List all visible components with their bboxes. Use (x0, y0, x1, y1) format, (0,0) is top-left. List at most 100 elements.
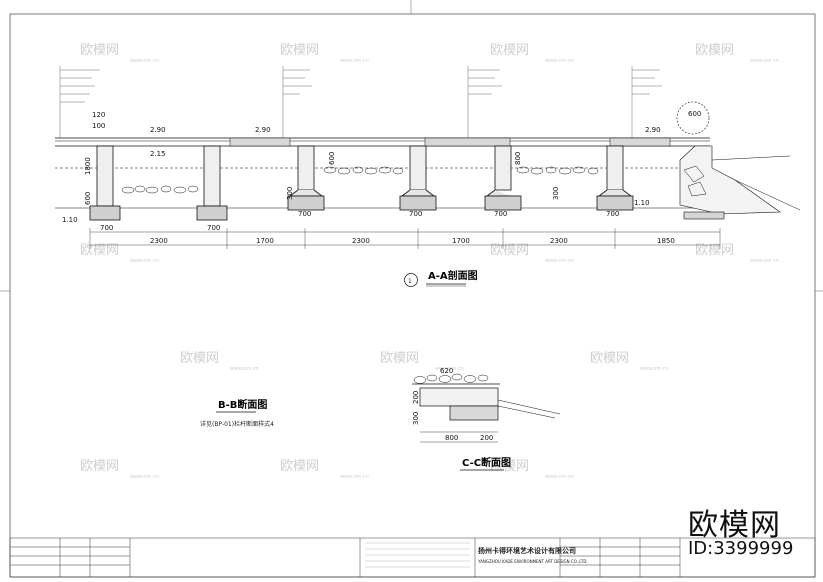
watermark-url: www.om.cn (545, 58, 574, 64)
footing-width-labels: 700 700 700 700 700 700 (100, 210, 619, 232)
watermark-url: www.om.cn (545, 474, 574, 480)
svg-text:欧模网: 欧模网 (180, 351, 219, 366)
section-cc-title: C-C断面图 (462, 456, 511, 469)
cc-dim-label: 800 (445, 434, 458, 442)
bank-stones (683, 165, 707, 197)
section-bb-note: 详见(BP-01)栏杆断面样式4 (200, 420, 274, 428)
watermark-url: www.om.cn (340, 58, 369, 64)
svg-text:300: 300 (552, 187, 560, 200)
svg-text:700: 700 (494, 210, 507, 218)
mid-dim-label: 2.15 (150, 150, 166, 158)
watermark-url: www.om.cn (130, 258, 159, 264)
left-dim-label: 120 (92, 111, 105, 119)
circle-dim-label: 600 (688, 110, 701, 118)
svg-text:700: 700 (298, 210, 311, 218)
pier-flare (400, 189, 436, 197)
watermark-url: www.om.cn (750, 58, 779, 64)
svg-text:700: 700 (606, 210, 619, 218)
pier-footing (196, 205, 228, 221)
cc-dim-label: 200 (480, 434, 493, 442)
title-block (9, 537, 816, 578)
cc-dim-label: 620 (440, 367, 453, 375)
section-aa (55, 101, 801, 221)
svg-text:欧模网: 欧模网 (80, 43, 119, 58)
pier-footing (399, 195, 437, 211)
pebble-cluster (121, 166, 599, 194)
svg-text:2300: 2300 (150, 237, 168, 245)
svg-text:300: 300 (286, 187, 294, 200)
svg-text:欧模网: 欧模网 (490, 43, 529, 58)
watermark-url: www.om.cn (435, 366, 464, 372)
edge-beam (683, 211, 725, 220)
height-labels: 1800 600 300 600 300 800 (84, 152, 560, 205)
svg-text:欧模网: 欧模网 (80, 243, 119, 258)
pier-footing (287, 195, 325, 211)
svg-text:600: 600 (328, 152, 336, 165)
deck-slab (229, 137, 291, 147)
watermark-url: www.om.cn (130, 474, 159, 480)
ground-slope-line (711, 155, 791, 161)
cc-pebbles (413, 373, 489, 384)
watermark-url: www.om.cn (640, 366, 669, 372)
svg-text:800: 800 (514, 152, 522, 165)
pier-footing (596, 195, 634, 211)
pier-column (203, 145, 221, 207)
svg-text:700: 700 (409, 210, 422, 218)
svg-text:2300: 2300 (352, 237, 370, 245)
pier-column (494, 145, 512, 191)
sheet-border (9, 13, 816, 578)
left-dim-label: 100 (92, 122, 105, 130)
section-aa-title: A-A剖面图 (428, 269, 478, 282)
brand-logo: 欧模网 (688, 508, 781, 543)
deck-slab (609, 137, 671, 147)
company-name-en: YANGZHOU KADE ENVIRONMENT ART DESIGN CO.… (477, 559, 586, 564)
aa-dimensions (89, 228, 721, 249)
cc-dim-label: 200 (412, 391, 420, 404)
pier-column (606, 145, 624, 191)
svg-text:1800: 1800 (84, 157, 92, 175)
svg-text:欧模网: 欧模网 (590, 351, 629, 366)
brand-watermark: 欧模网 ID:3399999 (688, 500, 823, 575)
top-dim-label: 2.90 (150, 126, 166, 134)
cc-dim-label: 300 (412, 412, 420, 425)
watermark-url: www.om.cn (230, 366, 259, 372)
cc-footing (449, 405, 499, 421)
ground-slope-line (734, 179, 801, 211)
watermark-url: www.om.cn (750, 258, 779, 264)
svg-text:欧模网: 欧模网 (695, 43, 734, 58)
pier-column (96, 145, 114, 207)
section-number: 1 (408, 278, 412, 285)
deck-slab (424, 137, 511, 147)
svg-text:700: 700 (100, 224, 113, 232)
cc-slope (497, 399, 561, 415)
watermark-url: www.om.cn (545, 258, 574, 264)
company-name-cn: 扬州卡得环境艺术设计有限公司 (478, 546, 576, 555)
section-bb-title: B-B断面图 (218, 398, 267, 411)
pier-flare (485, 189, 519, 197)
section-number-circle (404, 273, 418, 287)
leader-notes (59, 66, 662, 138)
pier-column (297, 145, 315, 191)
watermark-url: www.om.cn (130, 58, 159, 64)
bank-slope (679, 145, 781, 215)
cc-slab (419, 387, 499, 407)
top-dim-label: 2.90 (645, 126, 661, 134)
pier-footing (89, 205, 121, 221)
svg-text:1700: 1700 (452, 237, 470, 245)
pier-flare (288, 189, 324, 197)
pier-flare (597, 189, 633, 197)
top-dim-label: 2.90 (255, 126, 271, 134)
svg-text:1700: 1700 (256, 237, 274, 245)
detail-circle (676, 101, 710, 135)
watermark-url: www.om.cn (340, 474, 369, 480)
svg-text:欧模网: 欧模网 (280, 459, 319, 474)
watermark-layer: 欧模网 欧模网 欧模网 欧模网 欧模网 欧模网 欧模网 欧模网 欧模网 欧模网 … (80, 43, 779, 480)
svg-text:2300: 2300 (550, 237, 568, 245)
svg-text:欧模网: 欧模网 (380, 351, 419, 366)
svg-text:欧模网: 欧模网 (80, 459, 119, 474)
pier-column (409, 145, 427, 191)
svg-text:欧模网: 欧模网 (280, 43, 319, 58)
svg-text:1850: 1850 (657, 237, 675, 245)
svg-text:700: 700 (207, 224, 220, 232)
